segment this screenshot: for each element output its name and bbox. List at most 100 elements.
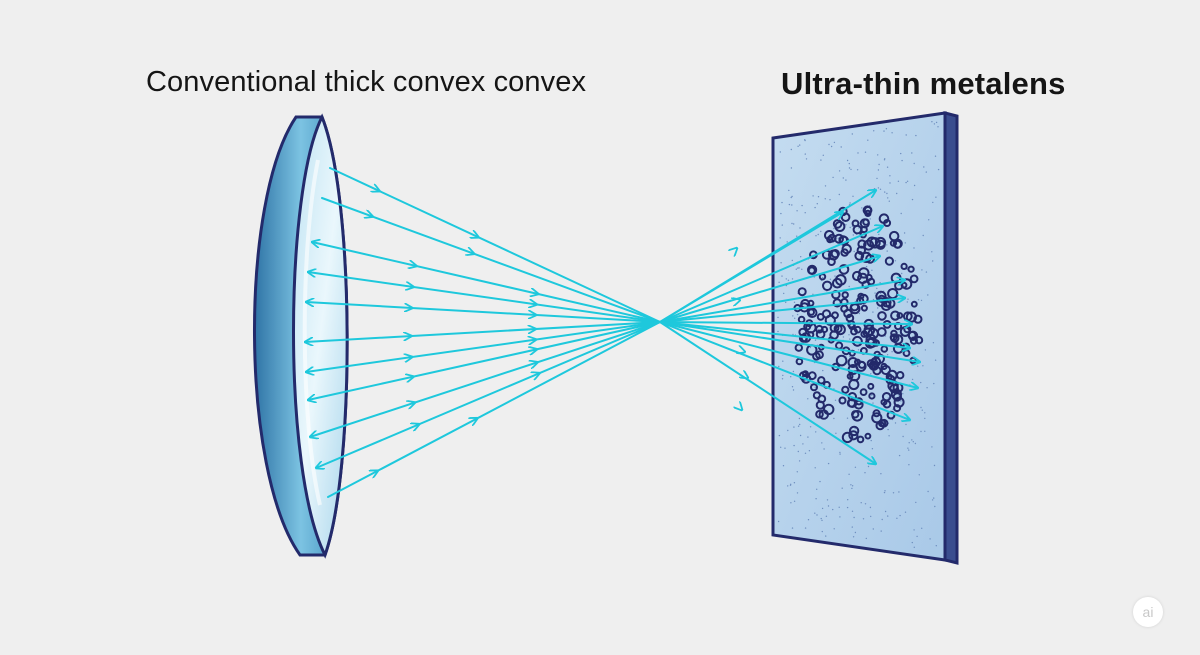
texture-dot — [798, 417, 801, 420]
texture-dot — [908, 449, 910, 451]
texture-dot — [784, 447, 786, 449]
texture-dot — [778, 281, 780, 283]
nanostructure-ring — [907, 330, 919, 341]
texture-dot — [886, 354, 889, 356]
texture-dot — [812, 293, 814, 295]
texture-dot — [852, 234, 854, 236]
nanostructure-ring — [856, 435, 865, 444]
texture-dot — [781, 378, 784, 380]
texture-dot — [780, 262, 782, 264]
texture-dot — [777, 520, 780, 523]
texture-dot — [793, 444, 795, 447]
nanostructure-ring — [845, 313, 855, 323]
texture-dot — [884, 158, 886, 160]
light-ray — [311, 241, 661, 323]
ray-arrowhead — [529, 303, 537, 304]
nanostructure-ring — [832, 277, 843, 289]
texture-dot — [927, 294, 929, 296]
texture-dot — [791, 527, 794, 529]
texture-dot — [825, 535, 827, 537]
texture-dot — [792, 370, 795, 373]
nanostructure-ring — [867, 382, 875, 390]
texture-dot — [832, 508, 834, 511]
texture-dot — [799, 434, 802, 437]
texture-dot — [819, 480, 821, 483]
texture-dot — [918, 474, 920, 476]
nanostructure-ring — [868, 360, 880, 371]
texture-dot — [920, 430, 922, 433]
nanostructure-ring — [827, 257, 836, 267]
texture-dot — [902, 435, 904, 438]
texture-dot — [913, 162, 915, 165]
ray-arrowhead — [365, 214, 373, 217]
texture-dot — [879, 282, 881, 284]
texture-dot — [851, 526, 853, 528]
texture-dot — [911, 378, 914, 381]
texture-dot — [917, 299, 920, 301]
texture-dot — [816, 203, 818, 205]
texture-dot — [934, 505, 936, 508]
nanostructure-ring — [807, 266, 816, 275]
texture-dot — [797, 425, 800, 427]
metalens-label: Ultra-thin metalens — [781, 66, 1066, 101]
texture-dot — [924, 417, 926, 420]
texture-dot — [841, 487, 843, 489]
nanostructure-ring — [892, 238, 903, 249]
texture-dot — [878, 233, 880, 236]
texture-dot — [886, 166, 889, 168]
texture-dot — [821, 530, 823, 533]
texture-dot — [853, 516, 855, 519]
texture-dot — [857, 152, 859, 154]
nanostructure-ring — [824, 230, 835, 241]
metalens-plate — [771, 111, 959, 565]
texture-dot — [886, 192, 888, 195]
nanostructure-ring — [880, 364, 892, 376]
texture-dot — [807, 398, 809, 400]
ai-watermark-icon: ai — [1133, 597, 1163, 627]
texture-dot — [814, 339, 817, 341]
nanostructure-ring — [840, 248, 849, 257]
nanostructure-ring — [910, 300, 918, 308]
texture-dot — [785, 301, 787, 304]
ray-arrowhead — [470, 418, 477, 422]
texture-dot — [778, 434, 781, 437]
texture-dot — [915, 134, 917, 137]
texture-dot — [900, 212, 902, 215]
texture-dot — [925, 271, 928, 273]
texture-dot — [827, 505, 830, 507]
texture-dot — [807, 519, 810, 521]
nanostructure-ring — [841, 385, 850, 394]
texture-dot — [822, 276, 824, 279]
texture-dot — [849, 202, 851, 204]
texture-dot — [904, 242, 906, 244]
nanostructure-ring — [835, 354, 848, 367]
texture-dot — [871, 394, 873, 396]
nanostructure-ring — [835, 274, 847, 286]
texture-dot — [794, 317, 796, 319]
light-ray — [307, 271, 661, 323]
texture-dot — [867, 139, 869, 141]
texture-dot — [796, 492, 799, 494]
texture-dot — [917, 365, 919, 367]
nanostructure-ring — [794, 343, 803, 352]
texture-dot — [894, 422, 897, 424]
conventional-lens-rays — [305, 167, 661, 498]
texture-dot — [894, 260, 897, 262]
ray-arrowhead — [471, 234, 478, 237]
texture-dot — [777, 330, 779, 333]
light-ray — [305, 301, 661, 323]
nanostructure-ring — [896, 312, 904, 319]
texture-dot — [795, 268, 797, 270]
nanostructure-ring — [896, 371, 905, 380]
nanostructure-ring — [815, 409, 824, 419]
light-ray — [305, 321, 661, 373]
nanostructure-ring — [868, 392, 876, 400]
nanostructure-ring — [877, 311, 887, 321]
texture-dot — [904, 511, 907, 513]
texture-dot — [783, 292, 785, 295]
texture-dot — [805, 158, 808, 160]
texture-dot — [804, 139, 806, 142]
texture-dot — [797, 267, 799, 269]
texture-dot — [804, 527, 807, 529]
